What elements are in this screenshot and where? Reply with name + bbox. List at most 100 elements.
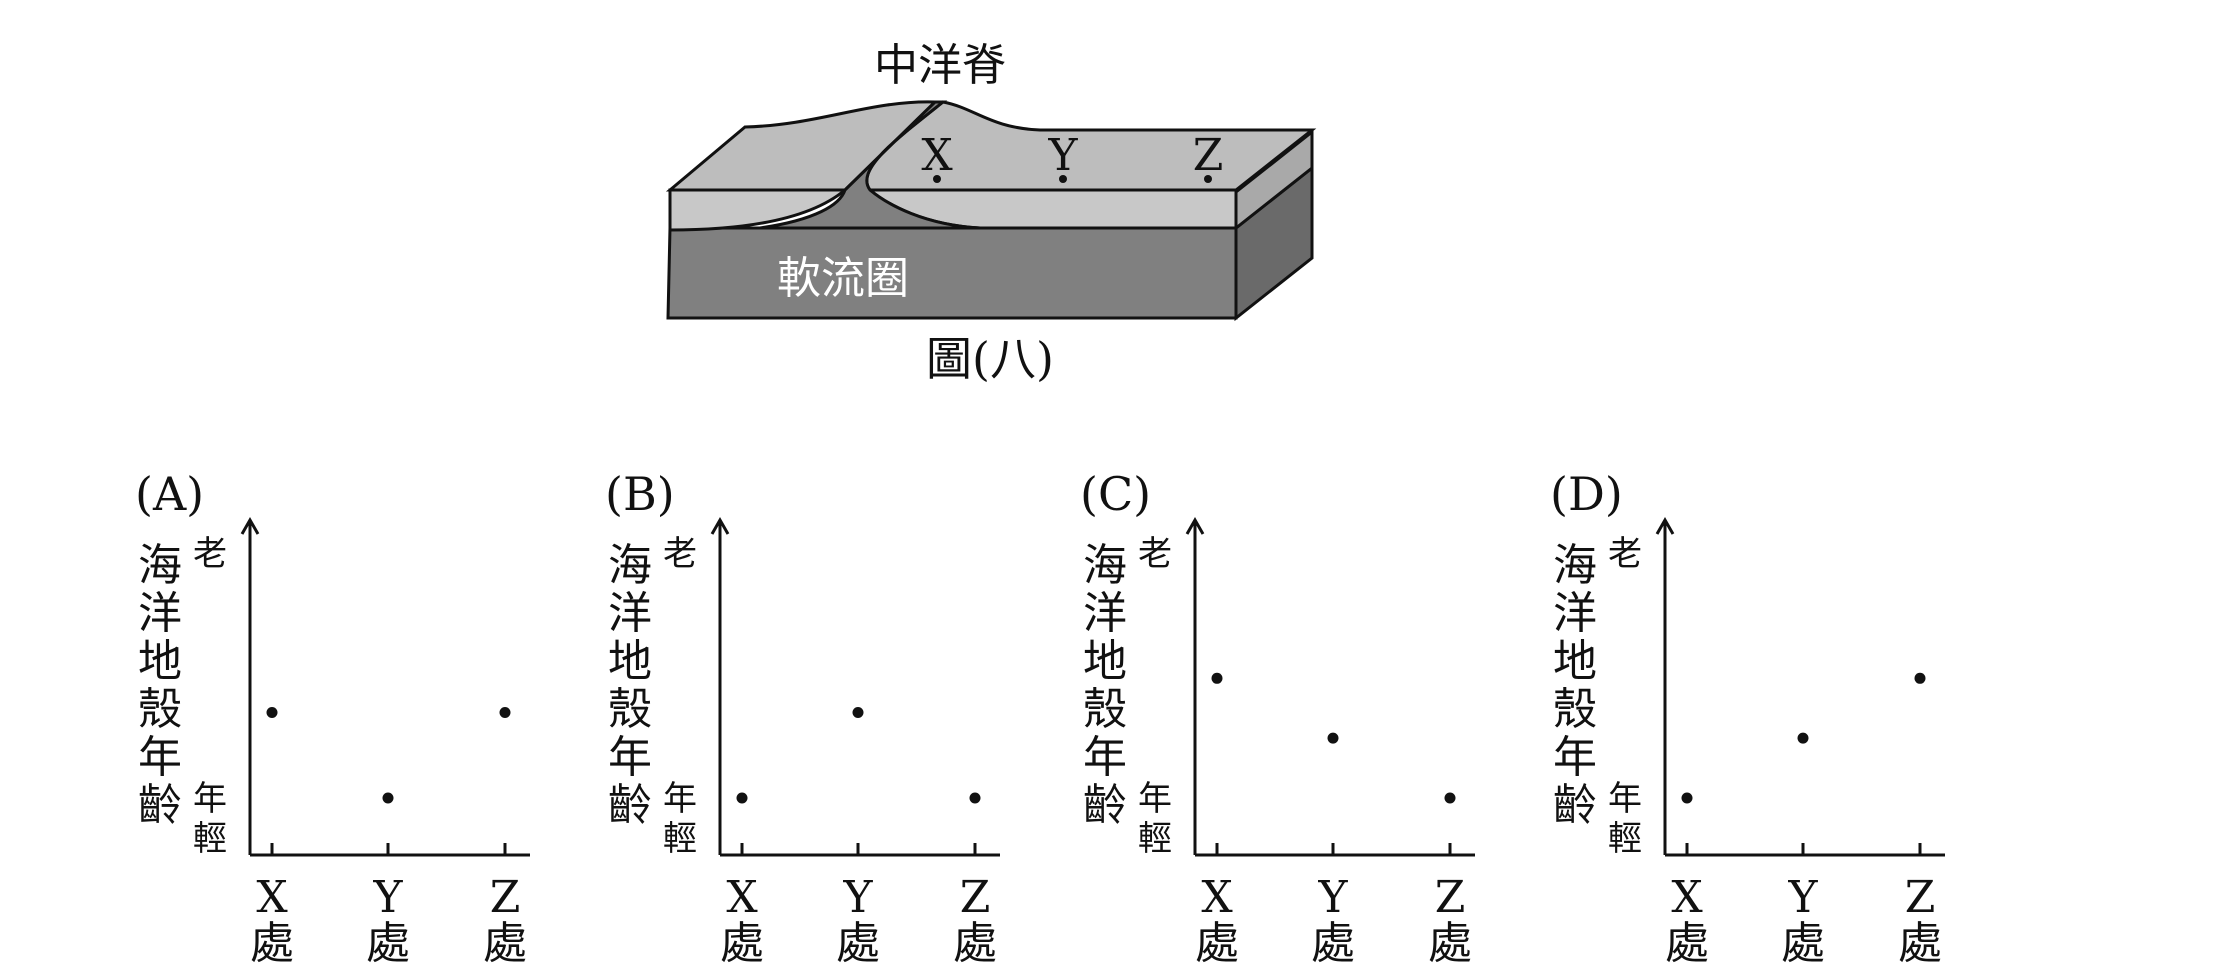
y-axis-title-char: 殼	[608, 684, 652, 735]
answer-option-graphs: (A)海洋地殼年齡老年輕X處Y處Z處(B)海洋地殼年齡老年輕X處Y處Z處(C)海…	[135, 467, 1945, 969]
x-tick-letter: Z	[1435, 872, 1466, 923]
left-crust-front-face	[668, 188, 850, 232]
point-label-x: X	[921, 130, 953, 181]
y-axis-title-char: 地	[138, 636, 182, 687]
point-marker-y	[1059, 175, 1067, 183]
data-point	[382, 792, 394, 804]
data-point	[736, 792, 748, 804]
x-tick-letter: X	[1671, 872, 1703, 923]
y-axis-young-label: 輕	[193, 819, 227, 859]
magma-upwelling	[759, 100, 981, 230]
y-axis-young-label: 年	[1608, 779, 1642, 819]
y-axis-title-char: 齡	[138, 780, 182, 831]
ridge-label: 中洋脊	[874, 40, 1006, 91]
x-tick-char: 處	[1665, 918, 1709, 969]
y-axis-title-char: 洋	[1553, 588, 1597, 639]
data-point	[1211, 672, 1223, 684]
ridge-block-diagram	[665, 100, 1317, 322]
y-axis-old-label: 老	[663, 534, 697, 574]
asthenosphere-front-face	[666, 226, 1238, 320]
data-point	[499, 707, 511, 718]
y-axis-title-char: 海	[608, 540, 652, 591]
y-axis-old-label: 老	[1608, 534, 1642, 574]
point-marker-x	[933, 175, 941, 183]
data-point	[1444, 792, 1456, 804]
x-tick-char: 處	[250, 918, 294, 969]
y-axis-title-char: 殼	[1083, 684, 1127, 735]
y-axis-title-char: 殼	[138, 684, 182, 735]
y-axis-title-char: 齡	[1553, 780, 1597, 831]
x-tick-letter: Y	[842, 872, 873, 923]
y-axis-title-char: 洋	[1083, 588, 1127, 639]
y-axis-title-char: 海	[138, 540, 182, 591]
y-axis-arrow	[710, 516, 730, 535]
y-axis-young-label: 年	[1138, 779, 1172, 819]
y-axis-young-label: 輕	[663, 819, 697, 859]
figure-caption: 圖(八)	[926, 332, 1054, 386]
option-label: (A)	[135, 467, 204, 521]
option-label: (D)	[1550, 467, 1623, 521]
x-tick-letter: Y	[1317, 872, 1348, 923]
x-tick-char: 處	[366, 918, 410, 969]
y-axis-title-char: 年	[1553, 732, 1597, 783]
option-label: (C)	[1080, 467, 1151, 521]
y-axis-title-char: 地	[1083, 636, 1127, 687]
x-tick-letter: Y	[372, 872, 403, 923]
x-tick-letter: Z	[1905, 872, 1936, 923]
x-tick-char: 處	[1898, 918, 1942, 969]
point-label-y: Y	[1047, 130, 1078, 181]
point-label-z: Z	[1193, 130, 1224, 181]
y-axis-title-char: 地	[608, 636, 652, 687]
x-tick-char: 處	[483, 918, 527, 969]
y-axis-title-char: 年	[608, 732, 652, 783]
data-point	[969, 792, 981, 804]
x-tick-char: 處	[1428, 918, 1472, 969]
y-axis-old-label: 老	[1138, 534, 1172, 574]
y-axis-young-label: 輕	[1138, 819, 1172, 859]
y-axis-arrow	[1185, 516, 1205, 535]
data-point	[1914, 672, 1926, 684]
y-axis-arrow	[1655, 516, 1675, 535]
x-tick-letter: X	[726, 872, 758, 923]
y-axis-young-label: 年	[193, 779, 227, 819]
y-axis-title-char: 齡	[1083, 780, 1127, 831]
x-tick-letter: Z	[490, 872, 521, 923]
y-axis-title-char: 海	[1553, 540, 1597, 591]
x-tick-char: 處	[1311, 918, 1355, 969]
y-axis-young-label: 輕	[1608, 819, 1642, 859]
data-point	[1797, 732, 1809, 744]
y-axis-title-char: 地	[1553, 636, 1597, 687]
left-crust-top	[665, 100, 939, 192]
x-tick-letter: X	[256, 872, 288, 923]
data-point	[1681, 792, 1693, 804]
x-tick-char: 處	[1195, 918, 1239, 969]
point-marker-z	[1204, 175, 1212, 183]
option-label: (B)	[605, 467, 675, 521]
x-tick-char: 處	[836, 918, 880, 969]
x-tick-letter: Z	[960, 872, 991, 923]
y-axis-title-char: 齡	[608, 780, 652, 831]
y-axis-old-label: 老	[193, 534, 227, 574]
y-axis-young-label: 年	[663, 779, 697, 819]
y-axis-title-char: 年	[138, 732, 182, 783]
data-point	[1327, 732, 1339, 744]
y-axis-title-char: 海	[1083, 540, 1127, 591]
x-tick-char: 處	[720, 918, 764, 969]
data-point	[266, 707, 278, 718]
x-tick-letter: X	[1201, 872, 1233, 923]
y-axis-title-char: 洋	[608, 588, 652, 639]
x-tick-letter: Y	[1787, 872, 1818, 923]
y-axis-arrow	[240, 516, 260, 535]
y-axis-title-char: 年	[1083, 732, 1127, 783]
data-point	[852, 707, 864, 718]
y-axis-title-char: 洋	[138, 588, 182, 639]
x-tick-char: 處	[953, 918, 997, 969]
y-axis-title-char: 殼	[1553, 684, 1597, 735]
asthenosphere-label: 軟流圈	[777, 253, 909, 304]
x-tick-char: 處	[1781, 918, 1825, 969]
